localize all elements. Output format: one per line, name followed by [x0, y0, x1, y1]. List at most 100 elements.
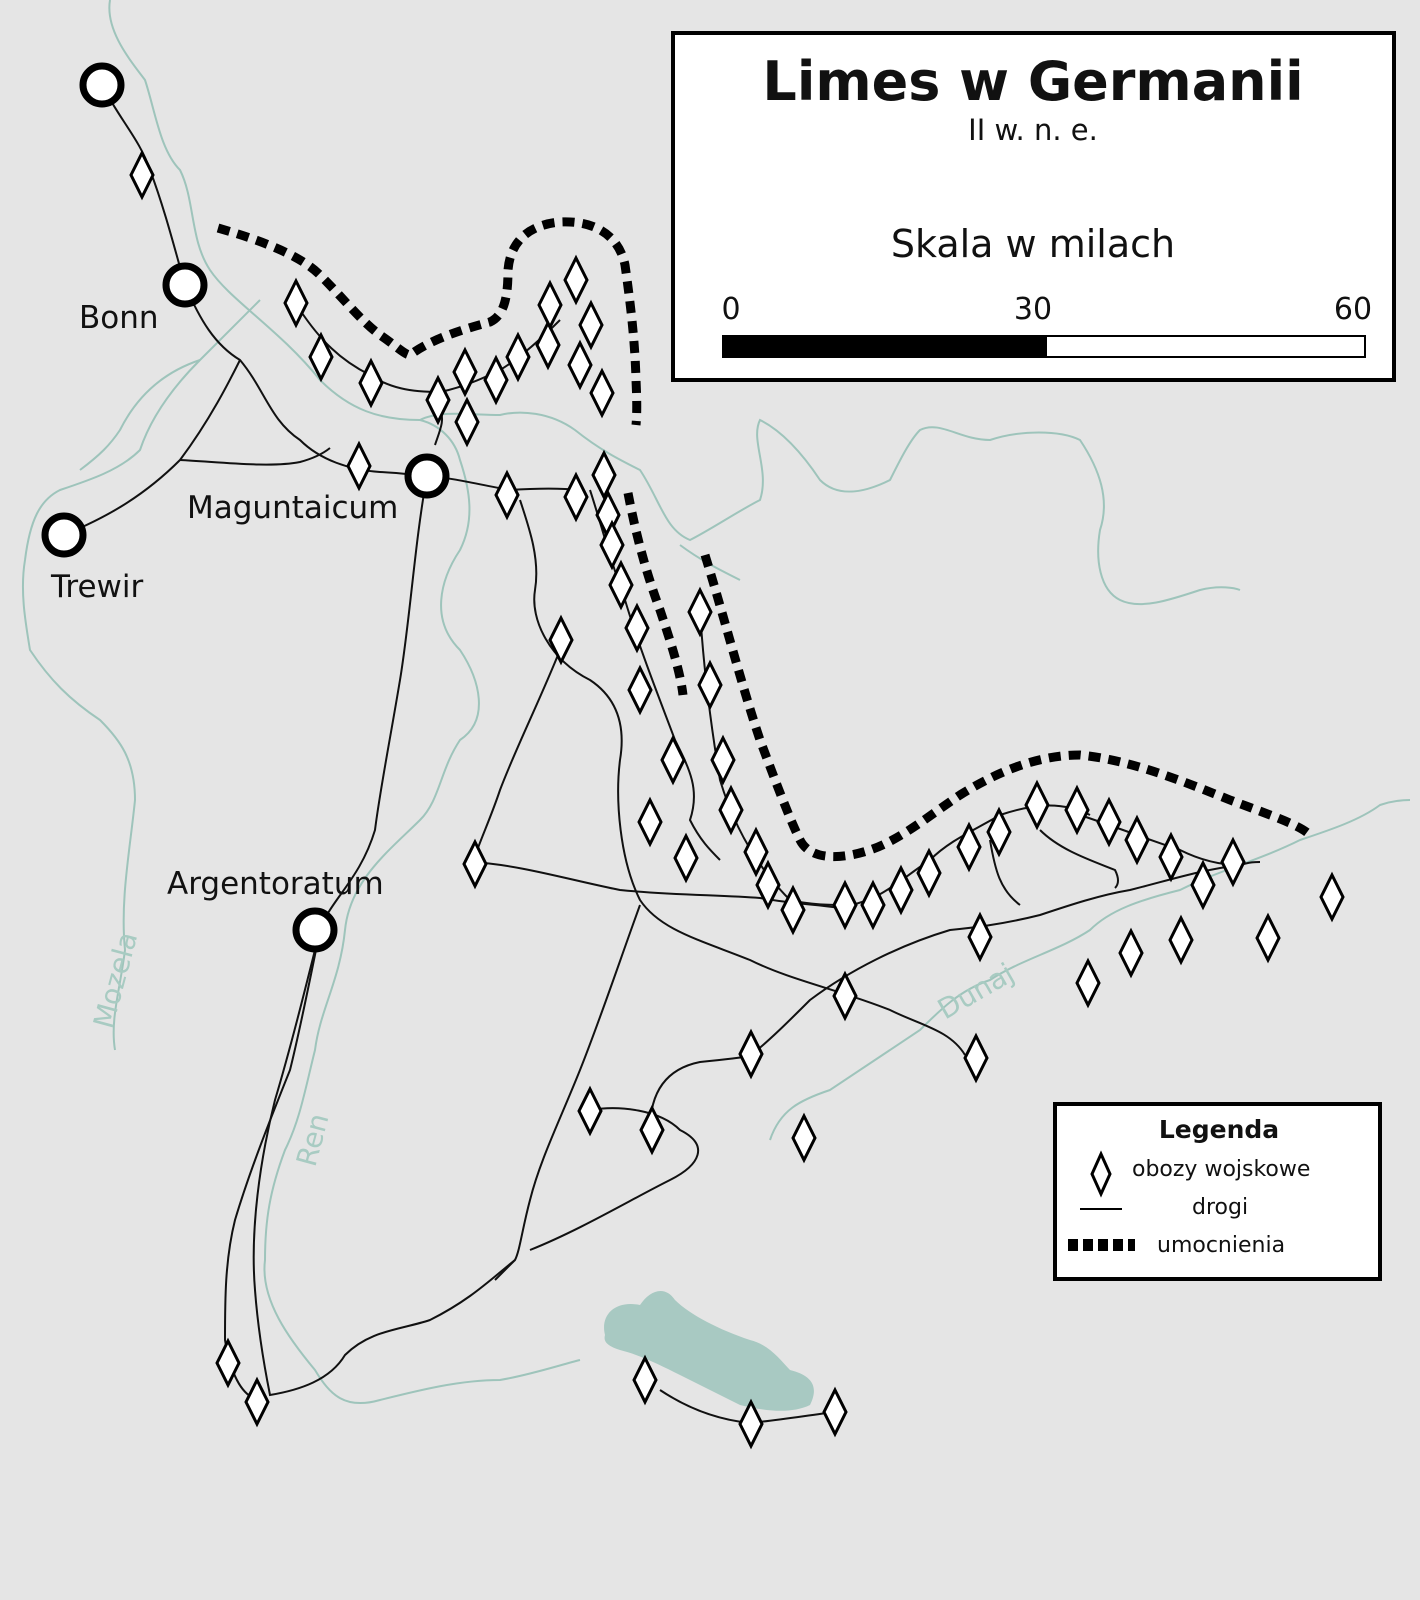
river-rhine-branch	[419, 411, 1241, 606]
military-camp-icon	[1075, 957, 1101, 1009]
military-camp-icon	[718, 784, 744, 836]
military-camp-icon	[563, 471, 589, 523]
fortification-line	[700, 553, 1314, 862]
road	[101, 84, 428, 477]
legend: Legenda obozy wojskowe drogi umocnienia	[1053, 1102, 1382, 1281]
legend-camp-symbol	[1090, 1150, 1112, 1198]
military-camp-icon	[567, 339, 593, 391]
river-danube	[769, 799, 1411, 1141]
military-camp-icon	[986, 806, 1012, 858]
military-camp-icon	[215, 1337, 241, 1389]
river-label-dunaj: Dunaj	[932, 956, 1020, 1026]
military-camp-icon	[822, 1386, 848, 1438]
fortification-line	[623, 492, 688, 696]
city-label-trewir: Trewir	[50, 569, 143, 605]
military-camp-icon	[1158, 831, 1184, 883]
title-box-frame	[671, 31, 1396, 382]
military-camp-icon	[462, 838, 488, 890]
military-camp-icon	[916, 847, 942, 899]
road	[494, 904, 641, 1281]
military-camp-icon	[608, 559, 634, 611]
scale-tick-60: 60	[1334, 292, 1372, 327]
military-camp-icon	[578, 299, 604, 351]
road	[649, 861, 1261, 1131]
military-camp-icon	[589, 367, 615, 419]
scale-tick-0: 0	[721, 292, 740, 327]
legend-frame	[1053, 1102, 1382, 1281]
military-camp-icon	[452, 346, 478, 398]
scale-bar-black	[723, 336, 1047, 357]
road	[179, 447, 331, 466]
military-camp-icon	[1190, 859, 1216, 911]
road	[252, 929, 516, 1397]
military-camp-icon	[425, 374, 451, 426]
military-camp-icon	[1064, 784, 1090, 836]
military-camp-icon	[956, 821, 982, 873]
river-moselle-branch	[79, 359, 201, 471]
map-subtitle: II w. n. e.	[968, 113, 1098, 147]
military-camp-icon	[673, 832, 699, 884]
military-camps	[129, 149, 1345, 1450]
military-camp-icon	[738, 1028, 764, 1080]
military-camp-icon	[358, 357, 384, 409]
city-label-maguntaicum: Maguntaicum	[187, 490, 398, 526]
military-camp-icon	[129, 149, 155, 201]
military-camp-icon	[832, 970, 858, 1022]
military-camp-icon	[1220, 836, 1246, 888]
title-box: Limes w Germanii II w. n. e. Skala w mil…	[671, 31, 1396, 382]
city-marker-north	[79, 62, 125, 108]
fortifications	[216, 217, 1314, 862]
lake-constance	[604, 1290, 814, 1411]
military-camp-icon	[283, 277, 309, 329]
military-camp-icon	[1024, 779, 1050, 831]
scale-title: Skala w milach	[891, 222, 1175, 266]
road	[63, 359, 241, 536]
military-camp-icon	[687, 586, 713, 638]
military-camp-icon	[1118, 927, 1144, 979]
military-camp-icon	[632, 1354, 658, 1406]
military-camp-icon	[963, 1032, 989, 1084]
military-camp-icon	[832, 879, 858, 931]
fortification-line	[216, 217, 642, 426]
military-camp-icon	[244, 1376, 270, 1428]
military-camp-icon	[346, 440, 372, 492]
military-camp-icon	[1319, 871, 1345, 923]
military-camp-icon	[660, 734, 686, 786]
military-camp-icon	[483, 354, 509, 406]
road	[472, 649, 561, 863]
city-label-argentoratum: Argentoratum	[167, 866, 384, 902]
scale-tick-30: 30	[1014, 292, 1052, 327]
military-camp-icon	[860, 879, 886, 931]
military-camp-icon	[888, 864, 914, 916]
military-camp-icon	[494, 469, 520, 521]
road	[529, 1107, 700, 1251]
river-label-mozela: Mozela	[87, 928, 144, 1031]
military-camp-icon	[537, 279, 563, 331]
legend-label-roads: drogi	[1192, 1195, 1248, 1220]
military-camp-icon	[1168, 914, 1194, 966]
city-marker-argentoratum	[292, 907, 338, 953]
military-camp-icon	[1255, 912, 1281, 964]
military-camp-icon	[637, 796, 663, 848]
military-camp-icon	[624, 602, 650, 654]
military-camp-icon	[710, 734, 736, 786]
legend-label-camps: obozy wojskowe	[1132, 1157, 1310, 1182]
city-label-bonn: Bonn	[79, 300, 159, 336]
military-camp-icon	[308, 331, 334, 383]
city-marker-trewir	[41, 512, 87, 558]
military-camp-icon	[780, 884, 806, 936]
city-marker-bonn	[162, 262, 208, 308]
military-camp-icon	[454, 396, 480, 448]
military-camp-icon	[1124, 814, 1150, 866]
military-camp-icon	[627, 664, 653, 716]
road	[472, 861, 851, 911]
military-camp-icon	[591, 449, 617, 501]
military-camp-icon	[563, 254, 589, 306]
military-camp-icon	[743, 826, 769, 878]
city-marker-maguntaicum	[404, 453, 450, 499]
map-title: Limes w Germanii	[762, 50, 1303, 113]
military-camp-icon	[505, 331, 531, 383]
military-camp-icon	[548, 614, 574, 666]
cities: Bonn Maguntaicum Trewir Argentoratum	[41, 62, 450, 953]
